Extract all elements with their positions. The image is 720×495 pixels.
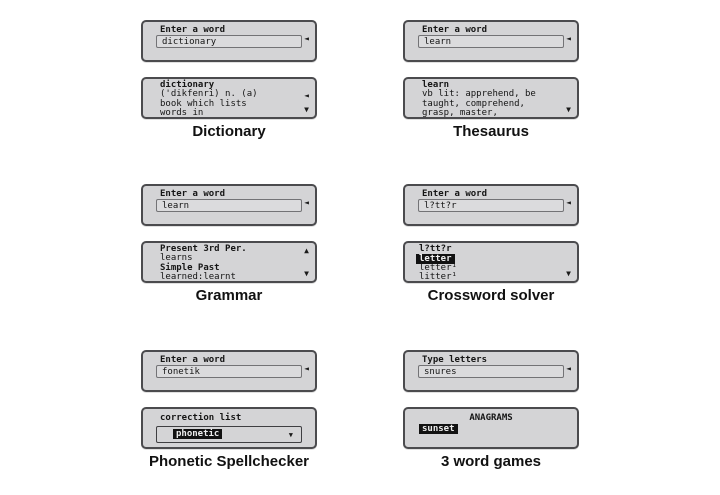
letters-input[interactable] [418, 365, 564, 378]
scroll-left-icon[interactable]: ◄ [304, 34, 309, 43]
scroll-left-icon[interactable]: ◄ [566, 198, 571, 207]
scroll-down-icon[interactable]: ▼ [566, 269, 571, 278]
word-input[interactable] [156, 365, 302, 378]
word-games-panel: Type letters ◄ ANAGRAMS sunset 3 word ga… [403, 350, 579, 472]
letters-entry-screen: Type letters ◄ [403, 350, 579, 392]
word-input[interactable] [156, 199, 302, 212]
correction-list-screen: correction list phonetic ▼ [141, 407, 317, 449]
dictionary-panel: Enter a word ◄ dictionary ('dikfenri) n.… [141, 20, 317, 142]
screen-title: Type letters [422, 355, 488, 365]
screen-title: Enter a word [422, 25, 488, 35]
definition-line: ('dikfenri) n. (a) [160, 89, 258, 100]
synonym-line: grasp, master, [422, 108, 498, 119]
synonym-line: taught, comprehend, [422, 98, 525, 109]
selected-result[interactable]: letter [416, 254, 455, 265]
scroll-up-icon[interactable]: ▲ [304, 246, 309, 255]
screen-title: Enter a word [422, 189, 488, 199]
result-item[interactable]: litter¹ [419, 272, 457, 283]
dropdown-arrow-icon[interactable]: ▼ [288, 431, 293, 439]
word-entry-screen: Enter a word ◄ [141, 184, 317, 226]
panel-label: Thesaurus [453, 123, 529, 140]
headword: learn [422, 80, 450, 90]
definition-line: book which lists [160, 98, 247, 109]
screen-title: Enter a word [160, 189, 226, 199]
scroll-left-icon[interactable]: ◄ [566, 364, 571, 373]
dictionary-result-screen: dictionary ('dikfenri) n. (a) book which… [141, 77, 317, 119]
grammar-form: learned:learnt [160, 272, 236, 283]
anagrams-title: ANAGRAMS [469, 413, 513, 423]
grammar-panel: Enter a word ◄ Present 3rd Per. learns S… [141, 184, 317, 306]
result-item[interactable]: letter¹ [419, 263, 457, 274]
anagram-result[interactable]: sunset [419, 424, 458, 434]
scroll-down-icon[interactable]: ▼ [304, 269, 309, 278]
correction-list-title: correction list [160, 413, 242, 423]
word-input[interactable] [156, 35, 302, 48]
selected-correction[interactable]: phonetic [173, 429, 223, 439]
grammar-heading: Present 3rd Per. [160, 244, 247, 254]
thesaurus-result-screen: learn vb lit: apprehend, be taught, comp… [403, 77, 579, 119]
grammar-heading: Simple Past [160, 262, 220, 273]
crossword-results-screen: l?tt?r letter letter¹ litter¹ ▼ [403, 241, 579, 283]
word-entry-screen: Enter a word ◄ [403, 20, 579, 62]
correction-dropdown[interactable]: phonetic ▼ [156, 426, 302, 443]
search-pattern: l?tt?r [419, 244, 452, 254]
thesaurus-panel: Enter a word ◄ learn vb lit: apprehend, … [403, 20, 579, 142]
grammar-result-screen: Present 3rd Per. learns Simple Past lear… [141, 241, 317, 283]
headword: dictionary [160, 80, 215, 90]
scroll-left-icon[interactable]: ◄ [304, 364, 309, 373]
scroll-left-icon[interactable]: ◄ [304, 91, 309, 100]
word-entry-screen: Enter a word ◄ [403, 184, 579, 226]
panel-label: Phonetic Spellchecker [148, 453, 310, 470]
panel-label: Crossword solver [427, 287, 555, 304]
phonetic-spellchecker-panel: Enter a word ◄ correction list phonetic … [141, 350, 317, 472]
scroll-left-icon[interactable]: ◄ [566, 34, 571, 43]
synonym-line: vb lit: apprehend, be [422, 89, 536, 100]
anagrams-screen: ANAGRAMS sunset [403, 407, 579, 449]
scroll-left-icon[interactable]: ◄ [304, 198, 309, 207]
definition-line: words in [160, 108, 204, 119]
word-input[interactable] [418, 199, 564, 212]
panel-label: Grammar [195, 287, 263, 304]
word-input[interactable] [418, 35, 564, 48]
word-entry-screen: Enter a word ◄ [141, 20, 317, 62]
scroll-down-icon[interactable]: ▼ [304, 105, 309, 114]
screen-title: Enter a word [160, 355, 226, 365]
crossword-solver-panel: Enter a word ◄ l?tt?r letter letter¹ lit… [403, 184, 579, 306]
scroll-down-icon[interactable]: ▼ [566, 105, 571, 114]
screen-title: Enter a word [160, 25, 226, 35]
grammar-form: learns [160, 253, 193, 264]
panel-label: Dictionary [192, 123, 266, 140]
word-entry-screen: Enter a word ◄ [141, 350, 317, 392]
panel-label: 3 word games [440, 453, 542, 470]
